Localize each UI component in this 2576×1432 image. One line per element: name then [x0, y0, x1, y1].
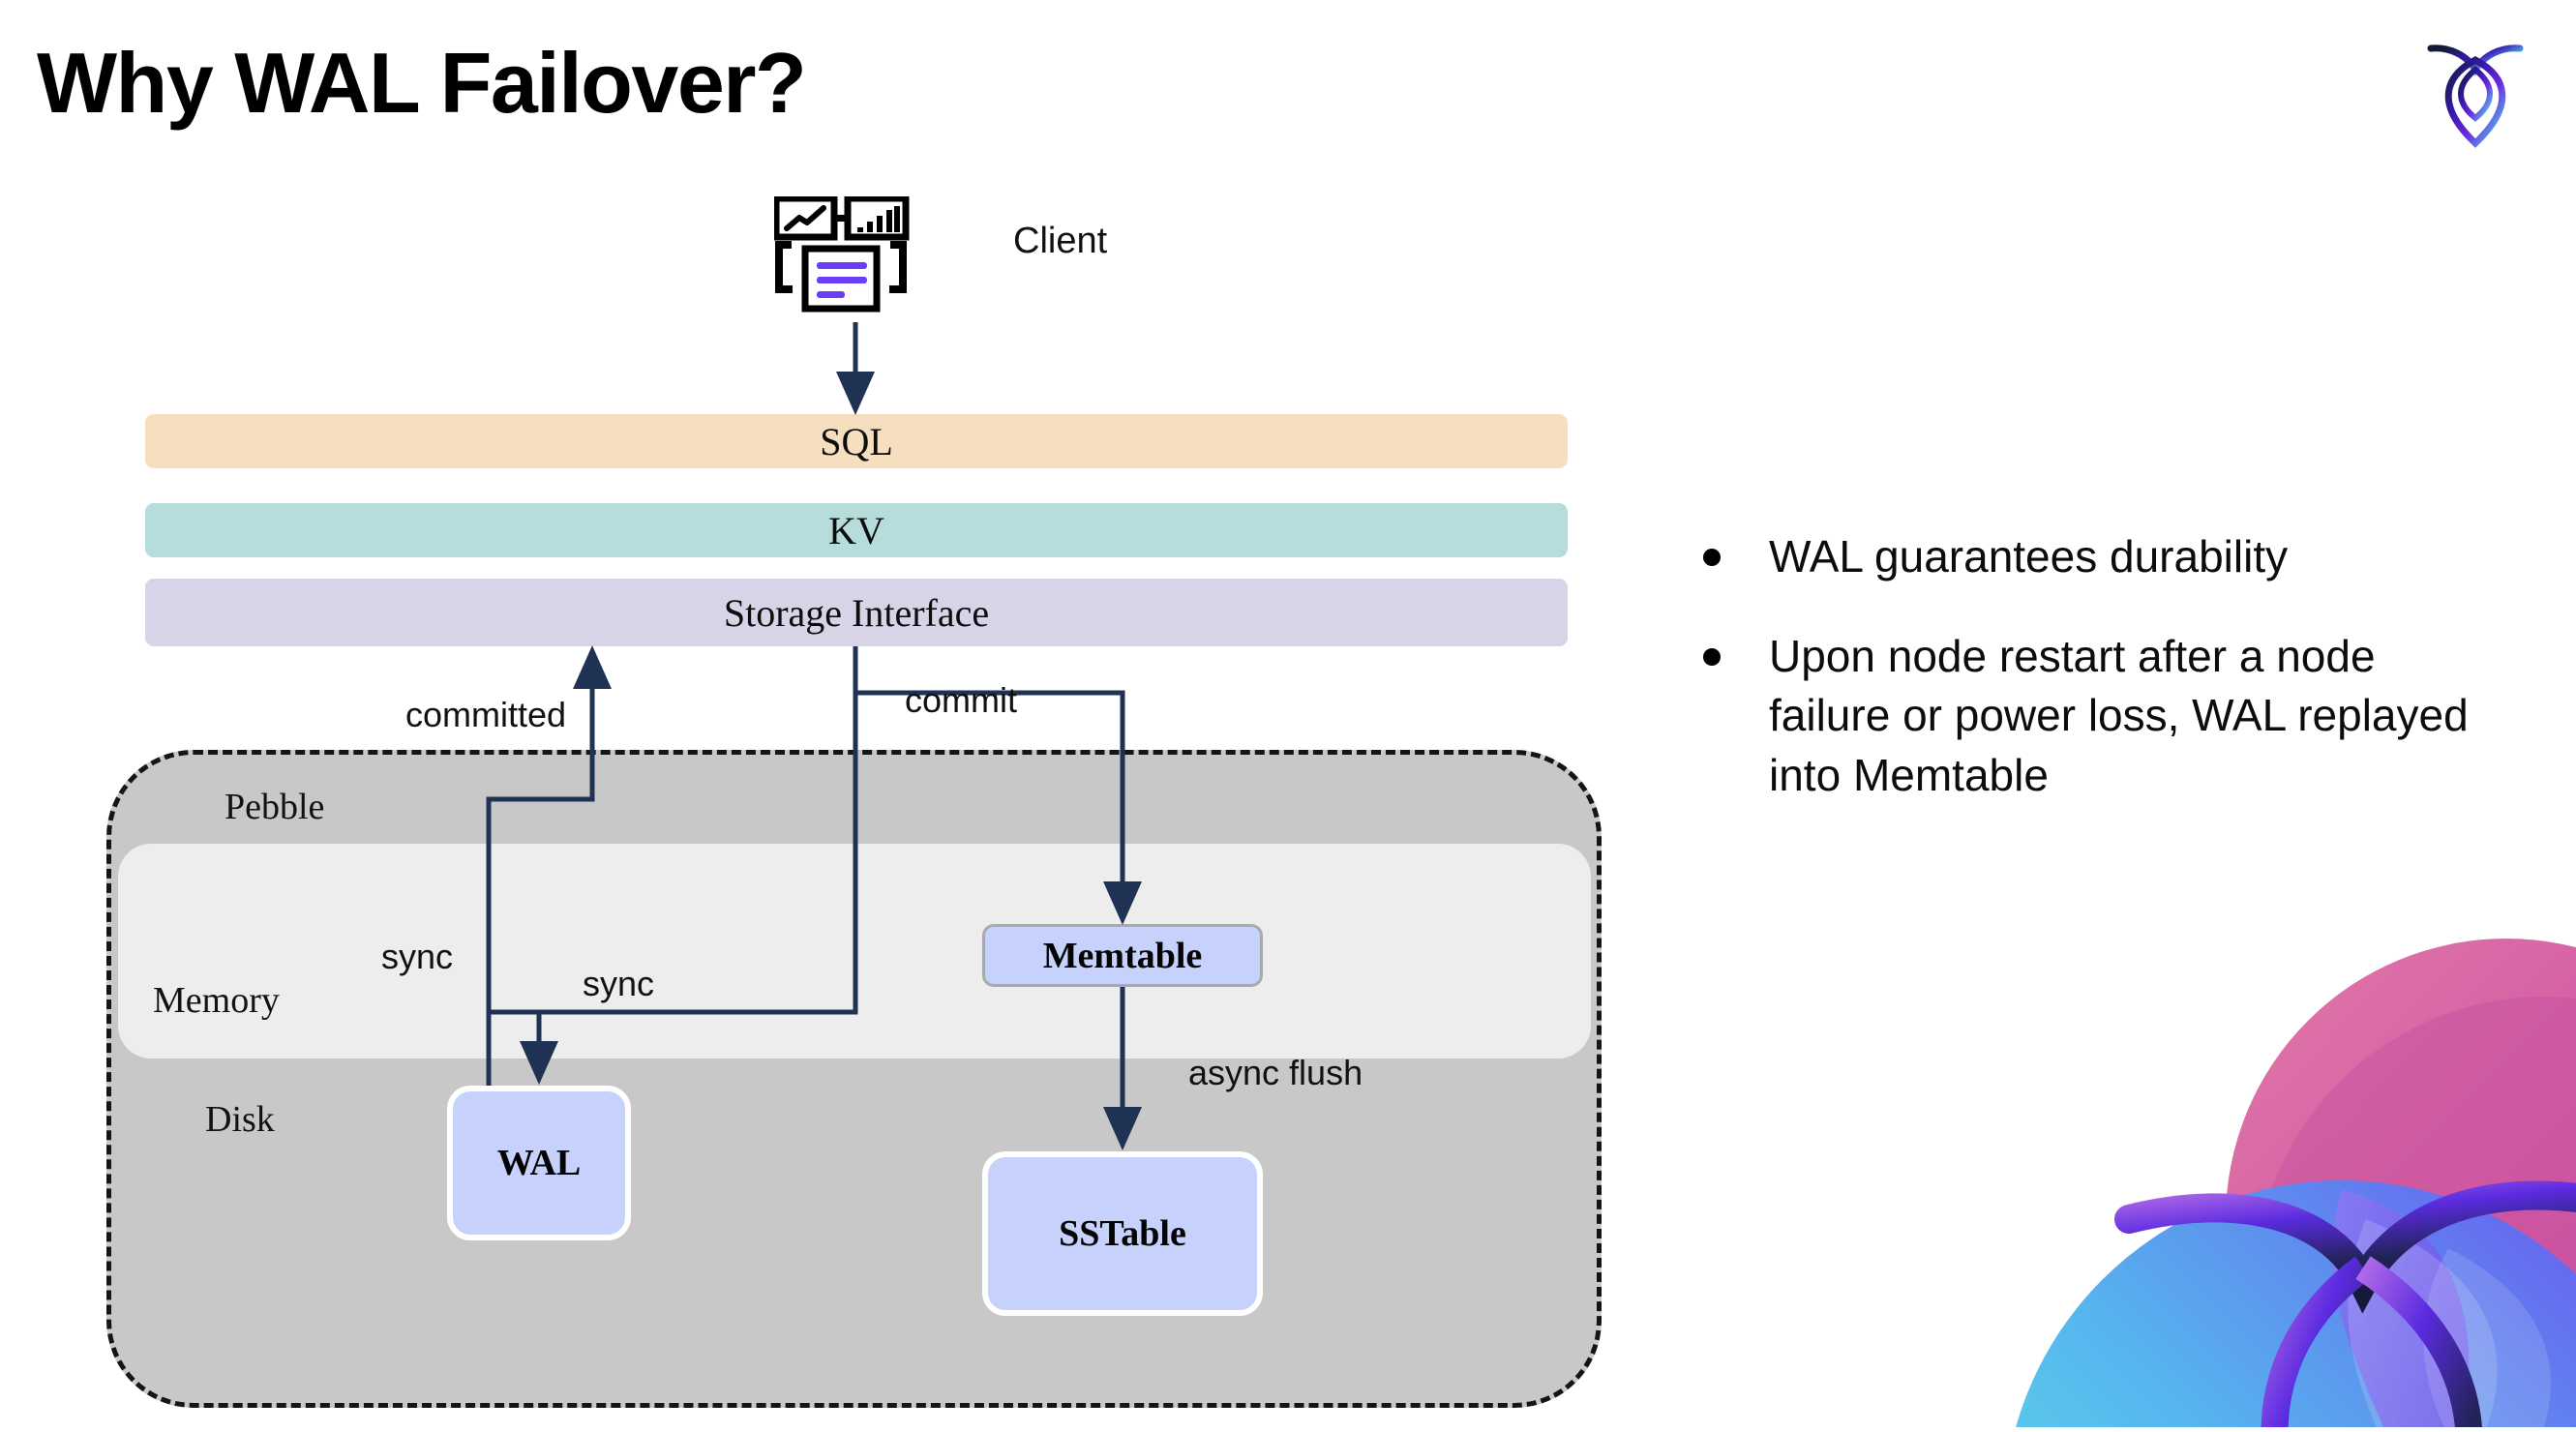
bullet-text: WAL guarantees durability	[1769, 531, 2289, 582]
edge-label-async-flush: async flush	[1188, 1053, 1363, 1092]
bullet-dot-icon	[1703, 648, 1721, 667]
edge-label-sync-left: sync	[381, 937, 454, 976]
sstable-box: SSTable	[982, 1151, 1263, 1316]
memtable-label: Memtable	[1042, 935, 1203, 976]
client-dashboard-icon	[772, 194, 939, 322]
layer-label-kv: KV	[828, 508, 884, 552]
layer-bar-kv: KV	[145, 503, 1568, 557]
bullet-text: Upon node restart after a node failure o…	[1769, 631, 2469, 800]
list-item: Upon node restart after a node failure o…	[1703, 627, 2506, 805]
edge-label-commit: commit	[905, 680, 1017, 720]
disk-label: Disk	[205, 1099, 275, 1140]
client-label: Client	[1013, 221, 1108, 261]
wal-box: WAL	[447, 1086, 631, 1240]
layer-label-storage-interface: Storage Interface	[723, 590, 990, 635]
bullet-dot-icon	[1703, 549, 1721, 566]
memory-region	[118, 844, 1591, 1059]
edge-label-sync-right: sync	[583, 964, 655, 1003]
layer-label-sql: SQL	[820, 419, 893, 463]
sstable-label: SSTable	[1059, 1213, 1186, 1254]
memtable-box: Memtable	[982, 924, 1263, 987]
wal-label: WAL	[496, 1143, 582, 1183]
bullet-list: WAL guarantees durability Upon node rest…	[1703, 527, 2506, 846]
layer-bar-sql: SQL	[145, 414, 1568, 468]
memory-label: Memory	[153, 980, 280, 1021]
cockroach-labs-logo-icon	[2408, 27, 2543, 153]
decorative-brand-graphic-icon	[1926, 900, 2576, 1427]
edge-label-committed: committed	[405, 695, 567, 734]
list-item: WAL guarantees durability	[1703, 527, 2506, 586]
pebble-label: Pebble	[225, 787, 325, 827]
layer-bar-storage-interface: Storage Interface	[145, 579, 1568, 646]
page-title: Why WAL Failover?	[37, 35, 807, 131]
